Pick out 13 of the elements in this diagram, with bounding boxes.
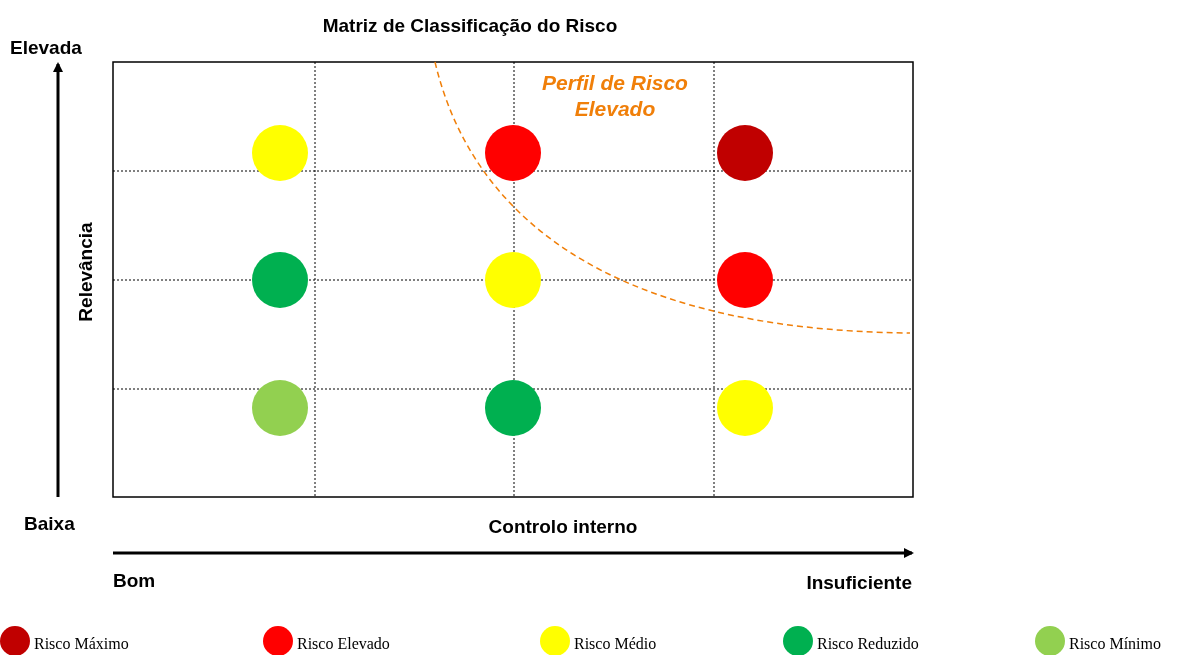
risk-profile-label: Perfil de Risco Elevado: [541, 70, 689, 122]
chart-title: Matriz de Classificação do Risco: [321, 14, 619, 38]
axis-label: Insuficiente: [805, 571, 912, 595]
legend-label: Risco Reduzido: [817, 634, 919, 654]
axis-label: Baixa: [24, 512, 75, 536]
axis-label: Elevada: [10, 36, 82, 60]
axis-label: Bom: [113, 569, 156, 593]
legend-label: Risco Elevado: [297, 634, 390, 654]
axis-title: Controlo interno: [487, 515, 639, 539]
legend-label: Risco Médio: [574, 634, 657, 654]
legend-label: Risco Máximo: [34, 634, 129, 654]
legend-label: Risco Mínimo: [1069, 634, 1161, 654]
axis-title: Relevância: [73, 222, 97, 322]
